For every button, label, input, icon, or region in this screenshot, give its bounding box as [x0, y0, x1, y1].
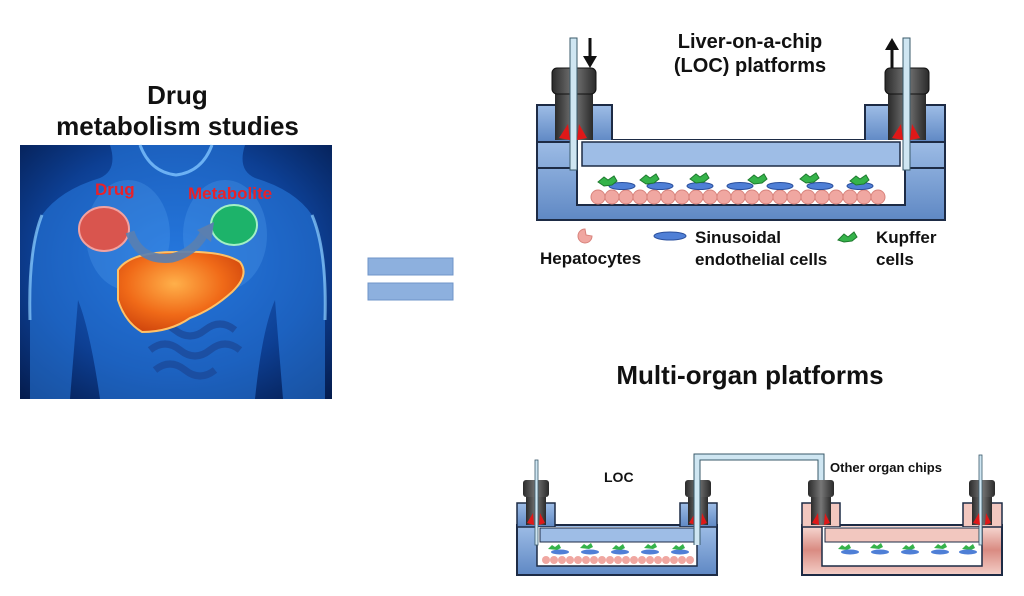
multi-organ-title: Multi-organ platforms	[616, 360, 884, 390]
legend-sinusoidal-line-2: endothelial cells	[695, 250, 828, 269]
inflow-arrow-icon	[583, 38, 597, 68]
equals-sign	[367, 257, 454, 301]
drug-circle	[78, 206, 130, 252]
loc-chip-label: LOC	[604, 469, 634, 485]
metabolite-circle	[210, 204, 258, 246]
other-organ-chips-label: Other organ chips	[830, 460, 942, 475]
legend-kupffer: Kupffer cells	[876, 227, 936, 271]
loc-title: Liver-on-a-chip (LOC) platforms	[640, 30, 860, 78]
legend-icons	[577, 228, 858, 244]
metabolite-label: Metabolite	[188, 184, 273, 203]
kupffer-row	[597, 172, 870, 187]
hepatocyte-row	[590, 189, 886, 205]
loc-chip-diagram	[536, 37, 946, 221]
legend-kupffer-line-1: Kupffer	[876, 228, 937, 247]
outflow-arrow-icon	[885, 38, 899, 68]
endothelial-icon	[653, 231, 687, 241]
legend-sinusoidal-line-1: Sinusoidal	[695, 228, 781, 247]
drug-label: Drug	[95, 180, 135, 199]
loc-title-line-1: Liver-on-a-chip	[677, 31, 823, 53]
legend-hepatocytes: Hepatocytes	[540, 249, 642, 268]
title-line-1: Drug	[147, 80, 208, 110]
legend-kupffer-line-2: cells	[876, 250, 914, 269]
loc-title-line-2: (LOC) platforms	[673, 55, 827, 77]
human-body-illustration	[20, 144, 332, 399]
title-line-2: metabolism studies	[56, 111, 299, 141]
liver-icon	[117, 250, 245, 334]
drug-metabolism-title: Drug metabolism studies	[20, 80, 335, 142]
hepatocyte-icon	[577, 228, 593, 244]
legend-sinusoidal: Sinusoidal endothelial cells	[695, 227, 827, 271]
endothelial-row	[608, 182, 874, 190]
multi-organ-diagram	[516, 453, 1003, 576]
conversion-arrow-icon	[125, 229, 210, 263]
kupffer-icon	[837, 231, 858, 243]
